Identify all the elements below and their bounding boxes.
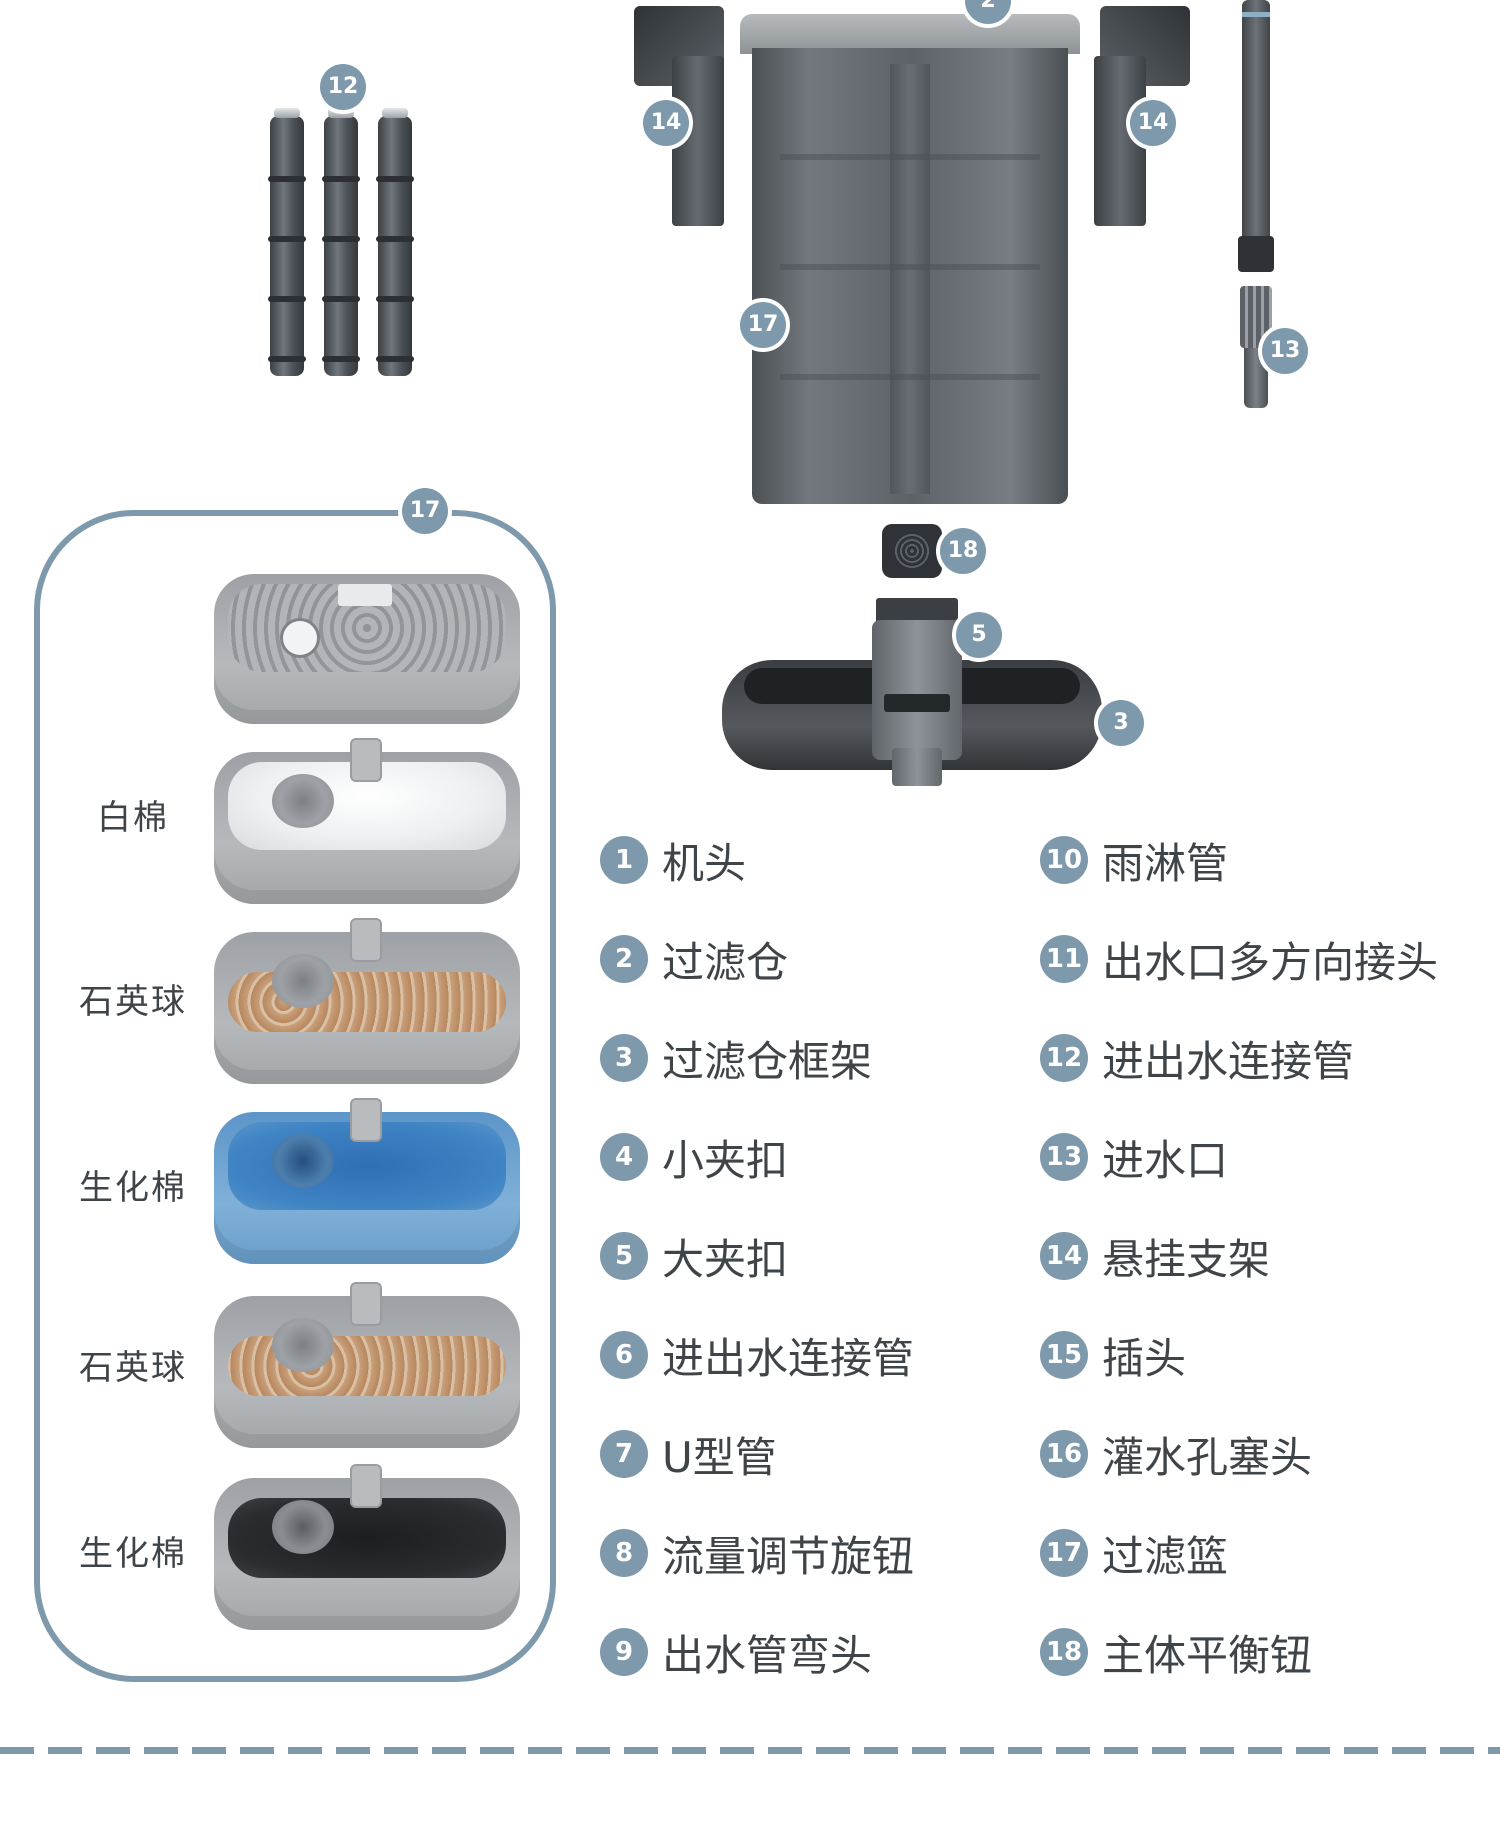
connecting-tube <box>268 108 306 376</box>
badge-12: 12 <box>320 64 366 110</box>
legend-label: 主体平衡钮 <box>1102 1630 1313 1680</box>
legend-item-14: 14 悬挂支架 <box>1040 1228 1270 1284</box>
legend-label: 悬挂支架 <box>1102 1234 1271 1284</box>
legend-item-9: 9 出水管弯头 <box>600 1624 872 1680</box>
badge-17-frame: 17 <box>402 488 448 534</box>
legend-number: 11 <box>1040 935 1088 983</box>
badge-14-left: 14 <box>643 100 689 146</box>
legend-label: 出水口多方向接头 <box>1102 937 1439 987</box>
legend-number: 4 <box>600 1133 648 1181</box>
legend-label: 进出水连接管 <box>662 1333 915 1383</box>
legend-number: 3 <box>600 1034 648 1082</box>
connecting-tube <box>376 108 414 376</box>
legend-item-16: 16 灌水孔塞头 <box>1040 1426 1312 1482</box>
badge-5: 5 <box>956 612 1002 658</box>
right-hanging-bracket <box>1094 6 1190 226</box>
legend-item-5: 5 大夹扣 <box>600 1228 788 1284</box>
badge-14-right: 14 <box>1130 100 1176 146</box>
big-clip <box>872 598 962 788</box>
legend-number: 9 <box>600 1628 648 1676</box>
tray-quartz-balls-2 <box>214 1282 520 1448</box>
legend-label: 机头 <box>662 838 747 888</box>
legend-label: 小夹扣 <box>662 1135 789 1185</box>
legend-label: U型管 <box>662 1432 777 1482</box>
legend-label: 插头 <box>1102 1333 1187 1383</box>
legend-label: 大夹扣 <box>662 1234 789 1284</box>
basket-lid <box>214 574 520 724</box>
legend-number: 13 <box>1040 1133 1088 1181</box>
legend-number: 16 <box>1040 1430 1088 1478</box>
intake-pipe <box>1234 0 1278 408</box>
badge-3: 3 <box>1098 700 1144 746</box>
legend-number: 15 <box>1040 1331 1088 1379</box>
filter-basket-frame <box>34 510 556 1682</box>
legend-number: 6 <box>600 1331 648 1379</box>
connecting-tubes-illustration <box>260 108 430 380</box>
filter-tank <box>740 14 1080 504</box>
legend-item-11: 11 出水口多方向接头 <box>1040 931 1438 987</box>
media-label-quartz-balls-1: 石英球 <box>79 982 187 1022</box>
media-label-white-cotton: 白棉 <box>97 798 169 838</box>
legend-number: 1 <box>600 836 648 884</box>
media-label-bio-sponge-1: 生化棉 <box>79 1168 187 1208</box>
legend-item-3: 3 过滤仓框架 <box>600 1030 872 1086</box>
tray-black-sponge <box>214 1464 520 1630</box>
legend-number: 10 <box>1040 836 1088 884</box>
legend-number: 18 <box>1040 1628 1088 1676</box>
legend-item-1: 1 机头 <box>600 832 746 888</box>
legend-label: 雨淋管 <box>1102 838 1229 888</box>
legend-number: 12 <box>1040 1034 1088 1082</box>
legend-item-2: 2 过滤仓 <box>600 931 788 987</box>
badge-18: 18 <box>940 528 986 574</box>
legend-number: 2 <box>600 935 648 983</box>
legend-item-6: 6 进出水连接管 <box>600 1327 914 1383</box>
legend-number: 17 <box>1040 1529 1088 1577</box>
badge-13: 13 <box>1262 328 1308 374</box>
legend-number: 14 <box>1040 1232 1088 1280</box>
tray-white-cotton <box>214 738 520 904</box>
legend-item-8: 8 流量调节旋钮 <box>600 1525 914 1581</box>
legend-label: 流量调节旋钮 <box>662 1531 915 1581</box>
legend-item-13: 13 进水口 <box>1040 1129 1228 1185</box>
legend-item-15: 15 插头 <box>1040 1327 1186 1383</box>
tray-blue-sponge <box>214 1098 520 1264</box>
legend-item-12: 12 进出水连接管 <box>1040 1030 1354 1086</box>
legend-number: 7 <box>600 1430 648 1478</box>
legend-item-17: 17 过滤篮 <box>1040 1525 1228 1581</box>
legend-item-18: 18 主体平衡钮 <box>1040 1624 1312 1680</box>
tray-quartz-balls <box>214 918 520 1084</box>
media-label-bio-sponge-2: 生化棉 <box>79 1534 187 1574</box>
legend-item-7: 7 U型管 <box>600 1426 777 1482</box>
left-hanging-bracket <box>634 6 730 226</box>
connecting-tube <box>322 108 360 376</box>
badge-17-tank: 17 <box>740 302 786 348</box>
dashed-divider <box>0 1747 1500 1754</box>
legend-number: 5 <box>600 1232 648 1280</box>
legend-label: 过滤仓 <box>662 937 789 987</box>
legend-item-4: 4 小夹扣 <box>600 1129 788 1185</box>
legend-item-10: 10 雨淋管 <box>1040 832 1228 888</box>
media-label-quartz-balls-2: 石英球 <box>79 1348 187 1388</box>
legend-label: 出水管弯头 <box>662 1630 873 1680</box>
legend-number: 8 <box>600 1529 648 1577</box>
legend-label: 进出水连接管 <box>1102 1036 1355 1086</box>
legend-label: 过滤篮 <box>1102 1531 1229 1581</box>
legend-label: 灌水孔塞头 <box>1102 1432 1313 1482</box>
legend-label: 进水口 <box>1102 1135 1229 1185</box>
legend-label: 过滤仓框架 <box>662 1036 873 1086</box>
balance-knob <box>882 524 942 578</box>
